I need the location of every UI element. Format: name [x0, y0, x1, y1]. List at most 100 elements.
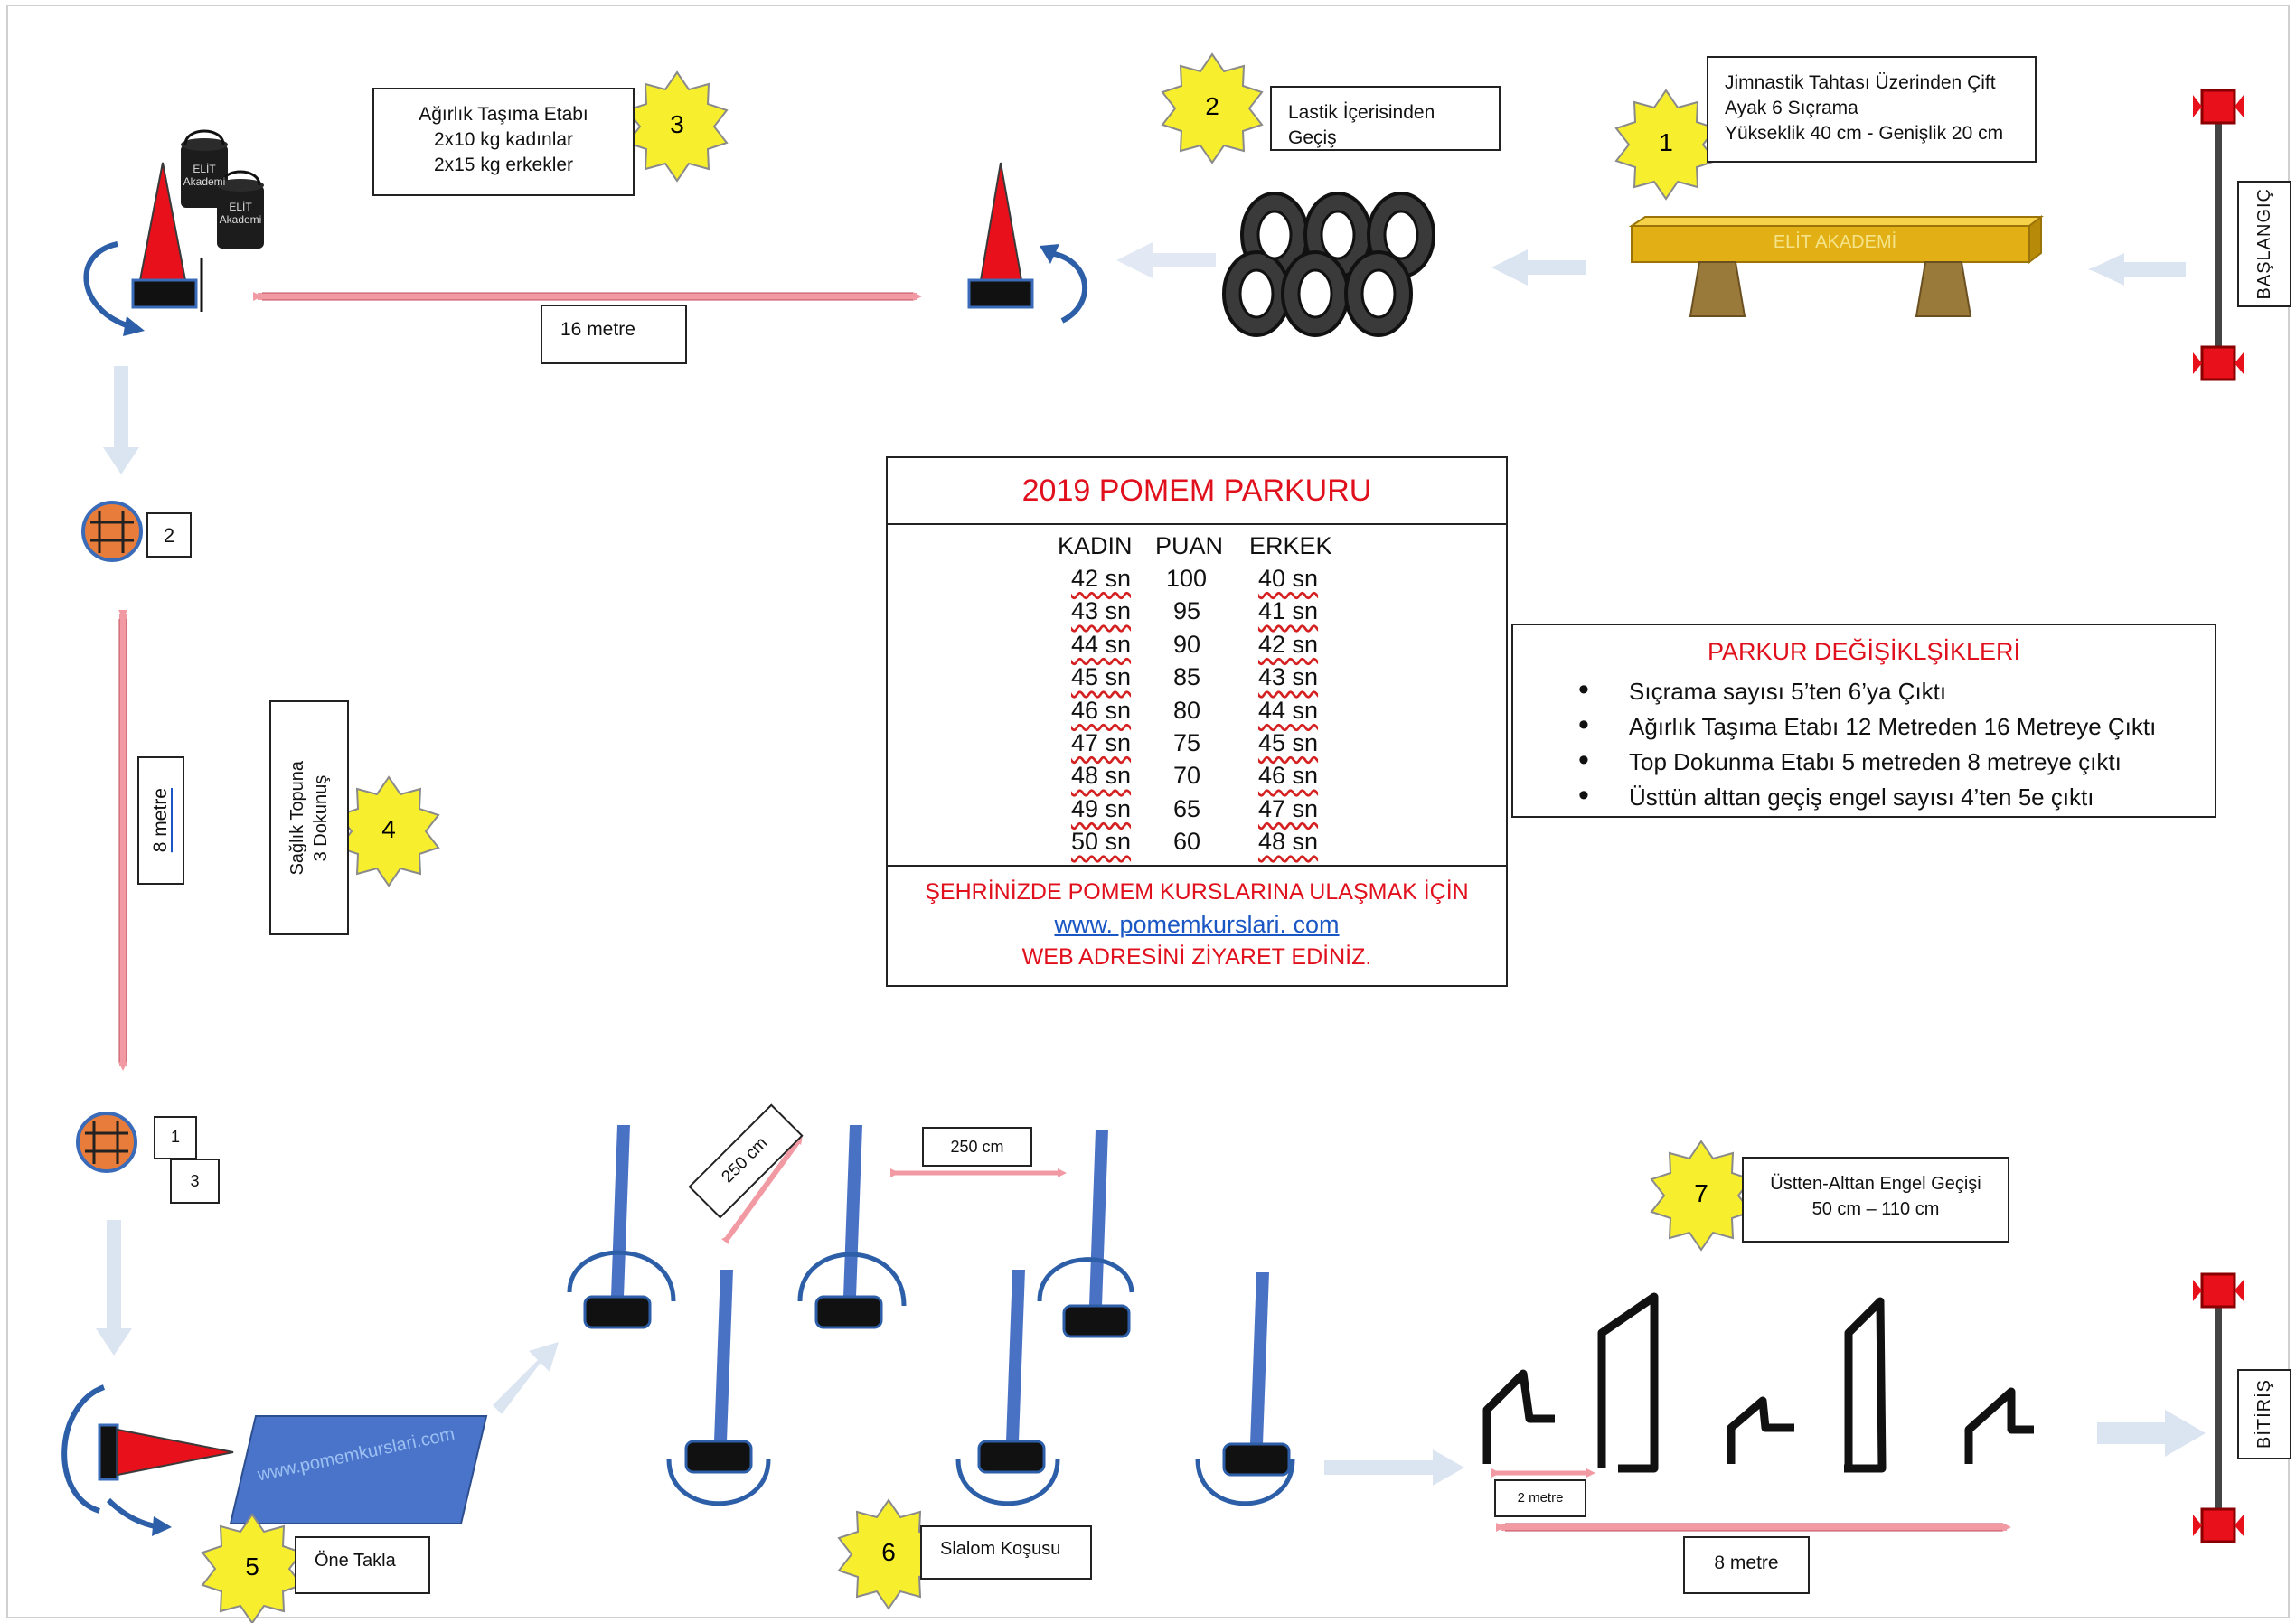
roll-mat [229, 1415, 488, 1524]
list-item: Sıçrama sayısı 5’ten 6’ya Çıktı [1513, 672, 2215, 709]
footer-link[interactable]: www. pomemkurslari. com [1054, 911, 1340, 938]
row-puan: 95 [1173, 597, 1201, 625]
list-item: Ağırlık Taşıma Etabı 12 Metreden 16 Metr… [1513, 708, 2215, 745]
step7-range: 50 cm – 110 cm [1811, 1199, 1940, 1219]
changes-list: Sıçrama sayısı 5’ten 6’ya Çıktı Ağırlık … [1513, 672, 2215, 815]
row-erkek: 47 sn [1258, 794, 1319, 822]
start-sign: BAŞLANGIÇ [2237, 181, 2291, 307]
distance-arrows [118, 292, 2011, 1532]
row-erkek: 40 sn [1258, 565, 1319, 592]
ball-label-3: 3 [170, 1159, 220, 1204]
ball-label-2: 2 [146, 512, 192, 558]
row-kadin: 50 sn [1071, 828, 1132, 856]
row-puan: 70 [1173, 762, 1201, 790]
bucket-1-text: ELİT Akademi [179, 163, 230, 188]
table-row: 42 sn 100 40 sn [1071, 565, 1506, 597]
badge-6: 6 [881, 1538, 896, 1566]
medicine-ball-top [81, 501, 143, 562]
badge-1: 1 [1659, 128, 1673, 156]
step5-text: Öne Takla [315, 1551, 396, 1571]
tire-holes [1238, 210, 1419, 319]
step2-text: Lastik İçerisinden Geçiş [1288, 102, 1435, 148]
table-row: 50 sn 60 48 sn [1071, 828, 1506, 860]
medicine-ball-bottom [76, 1112, 137, 1173]
changes-box: PARKUR DEĞİŞİKLŞİKLERİ Sıçrama sayısı 5’… [1511, 624, 2216, 818]
badge-shapes [201, 52, 1753, 1623]
row-kadin: 44 sn [1071, 630, 1132, 658]
row-puan: 100 [1166, 565, 1208, 592]
step3-men: 2x15 kg erkekler [433, 155, 574, 175]
step1-text: Jimnastik Tahtası Üzerinden Çift Ayak 6 … [1725, 72, 2004, 144]
gym-bench [1628, 214, 2044, 317]
row-puan: 75 [1173, 728, 1201, 756]
score-table-footer: ŞEHRİNİZDE POMEM KURSLARINA ULAŞMAK İÇİN… [888, 867, 1506, 973]
ball-label-2-text: 2 [163, 524, 175, 547]
step4-line1: Sağlık Topuna [287, 760, 307, 876]
row-puan: 60 [1173, 828, 1201, 856]
step6-label: Slalom Koşusu [920, 1525, 1092, 1580]
distance-8m-vertical-label: 8 metre [137, 756, 184, 885]
finish-sign: BİTİRİŞ [2237, 1369, 2291, 1459]
step3-label: Ağırlık Taşıma Etabı 2x10 kg kadınlar 2x… [372, 88, 635, 196]
table-row: 46 sn 80 44 sn [1071, 697, 1506, 729]
cone-top-left [83, 162, 203, 336]
row-erkek: 42 sn [1258, 630, 1319, 658]
row-puan: 80 [1173, 696, 1201, 724]
bucket-1-line1: ELİT [193, 163, 216, 175]
header-puan: PUAN [1155, 532, 1224, 559]
step1-label: Jimnastik Tahtası Üzerinden Çift Ayak 6 … [1707, 56, 2037, 163]
step4-line2: 3 Dokunuş [311, 774, 331, 861]
distance-16m-label: 16 metre [541, 305, 687, 364]
ball-label-1: 1 [154, 1116, 197, 1159]
table-row: 49 sn 65 47 sn [1071, 795, 1506, 828]
list-item: Top Dokunma Etabı 5 metreden 8 metreye ç… [1513, 743, 2215, 780]
row-kadin: 49 sn [1071, 794, 1132, 822]
bucket-2-line2: Akademi [219, 213, 262, 226]
changes-title: PARKUR DEĞİŞİKLŞİKLERİ [1707, 638, 2021, 665]
bucket-1-line2: Akademi [183, 175, 226, 188]
bench-text: ELİT AKADEMİ [1773, 232, 1897, 252]
step7-title: Üstten-Alttan Engel Geçişi [1770, 1174, 1981, 1194]
row-kadin: 46 sn [1071, 696, 1132, 724]
row-kadin: 42 sn [1071, 565, 1132, 592]
start-pole [2193, 89, 2244, 381]
hurdles [1482, 1292, 2034, 1473]
step3-women: 2x10 kg kadınlar [433, 129, 574, 150]
ball-label-1-text: 1 [170, 1128, 180, 1146]
score-table-header: KADIN PUAN ERKEK [1058, 532, 1506, 565]
distance-250cm-horizontal-label: 250 cm [922, 1127, 1032, 1167]
row-kadin: 48 sn [1071, 762, 1132, 790]
footer-line1: ŞEHRİNİZDE POMEM KURSLARINA ULAŞMAK İÇİN [925, 879, 1469, 905]
row-puan: 65 [1173, 794, 1201, 822]
step5-label: Öne Takla [295, 1536, 430, 1594]
bucket-2-line1: ELİT [229, 201, 252, 213]
distance-8m-bottom-label: 8 metre [1683, 1536, 1810, 1594]
step2-label: Lastik İçerisinden Geçiş [1270, 86, 1501, 151]
row-erkek: 44 sn [1258, 696, 1319, 724]
cone-top-right [967, 162, 1088, 324]
page-frame [6, 5, 2290, 1618]
distance-2m-label: 2 metre [1494, 1479, 1586, 1517]
distance-16m-text: 16 metre [560, 319, 635, 340]
header-erkek: ERKEK [1249, 532, 1332, 559]
distance-arrow-outlines [118, 292, 2002, 1532]
footer-line3: WEB ADRESİNİ ZİYARET EDİNİZ. [1021, 944, 1372, 970]
step4-text: Sağlık Topuna 3 Dokunuş [286, 761, 333, 875]
badge-2: 2 [1205, 92, 1219, 120]
score-table-title: 2019 POMEM PARKURU [888, 458, 1506, 525]
row-erkek: 48 sn [1258, 828, 1319, 856]
distance-250cm-horizontal-text: 250 cm [950, 1138, 1004, 1156]
row-erkek: 45 sn [1258, 728, 1319, 756]
bucket-2-text: ELİT Akademi [215, 201, 266, 226]
ball-label-3-text: 3 [190, 1172, 200, 1190]
start-sign-text: BAŞLANGIÇ [2254, 188, 2274, 300]
step3-title: Ağırlık Taşıma Etabı [419, 104, 588, 125]
